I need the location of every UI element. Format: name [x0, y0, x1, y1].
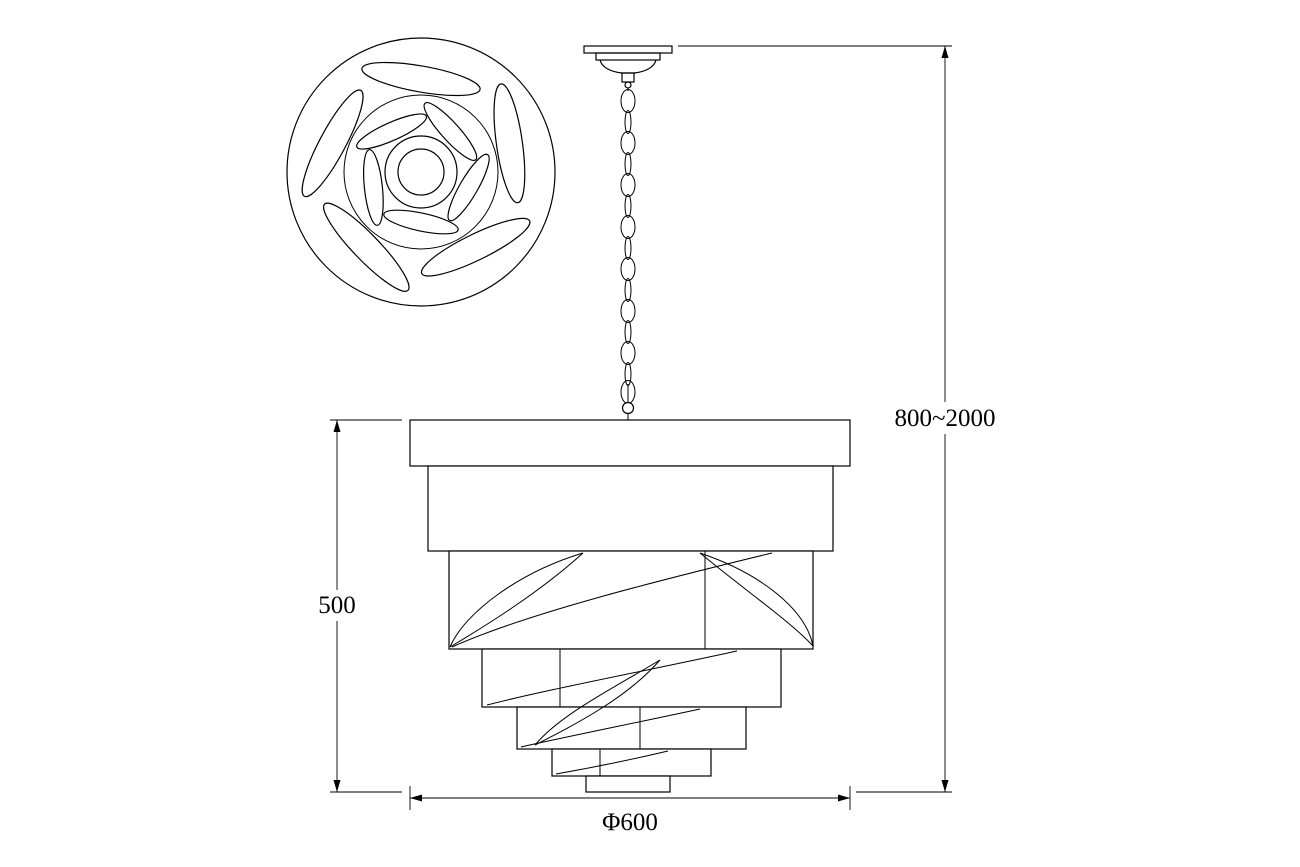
lamp-tier-3 [448, 550, 814, 650]
dimension-suspension-height: 800~2000 [678, 45, 996, 793]
chain-link [624, 110, 632, 134]
top-view-petal-small [447, 153, 490, 222]
canopy-plate [583, 45, 673, 54]
top-view-petal [361, 61, 481, 97]
suspension-height-label: 800~2000 [894, 405, 995, 432]
top-view-petal-small [363, 149, 384, 226]
chain-link [620, 257, 636, 281]
top-view-inner-ring [343, 94, 499, 250]
top-view-hub-inner [397, 148, 445, 196]
chain-link [624, 236, 632, 260]
lamp-tier-7 [585, 775, 671, 793]
top-view-hub [384, 135, 458, 209]
chain-link [624, 362, 632, 386]
canopy-neck [621, 72, 635, 83]
chain-link [620, 215, 636, 239]
lamp-tier-5 [516, 706, 747, 750]
lamp-body [409, 419, 851, 793]
canopy-knob [624, 81, 632, 89]
spiral-leaf [449, 552, 584, 648]
top-view-petal-small [423, 102, 478, 161]
spiral-sweep [555, 750, 669, 775]
lamp-tier-2 [427, 465, 834, 552]
top-view-petal-small [383, 209, 459, 235]
spiral-leaf [699, 552, 814, 647]
chain-link [620, 341, 636, 365]
chain-link [620, 89, 636, 113]
spiral-sweep [486, 650, 738, 706]
chain-end-ring [621, 401, 635, 415]
top-view-petal [493, 83, 526, 204]
arrowhead-down [941, 780, 949, 792]
canopy-bell [599, 59, 657, 74]
arrowhead-up [333, 420, 341, 432]
chain-link [624, 278, 632, 302]
top-view-petal [420, 217, 531, 277]
top-view-petal [301, 89, 364, 198]
arrowhead-down [333, 780, 341, 792]
arrowhead-left [410, 794, 422, 802]
arrowhead-right [838, 794, 850, 802]
lamp-tier-6 [551, 748, 712, 777]
spiral-leaf [534, 659, 661, 746]
chain-link [620, 299, 636, 323]
diameter-label: Φ600 [602, 809, 658, 836]
spiral-curves [449, 551, 814, 776]
spiral-sweep [451, 552, 773, 648]
lamp-tier-4 [481, 648, 782, 708]
canopy-band [595, 52, 661, 61]
dimension-body-height: 500 [318, 419, 402, 793]
top-view-outer-petals [301, 61, 531, 292]
chain-link [624, 194, 632, 218]
chain-link [624, 152, 632, 176]
top-view-hub-outer [384, 135, 458, 209]
top-view-petal-small [356, 113, 428, 150]
chain-link [620, 131, 636, 155]
spiral-leaf [449, 552, 584, 648]
lamp-tier-1 [409, 419, 851, 467]
top-view [286, 37, 556, 307]
chain-link [624, 320, 632, 344]
body-height-label: 500 [318, 592, 356, 619]
dimension-diameter: Φ600 [409, 786, 851, 836]
ceiling-canopy [583, 45, 673, 89]
chain [620, 88, 636, 420]
side-view [409, 45, 851, 793]
top-view-inner-petals [356, 102, 490, 235]
top-view-petal [322, 202, 410, 292]
spiral-leaf [534, 659, 661, 746]
spiral-leaf [699, 552, 814, 647]
chain-link [620, 173, 636, 197]
top-view-outer-circle [286, 37, 556, 307]
arrowhead-up [941, 46, 949, 58]
